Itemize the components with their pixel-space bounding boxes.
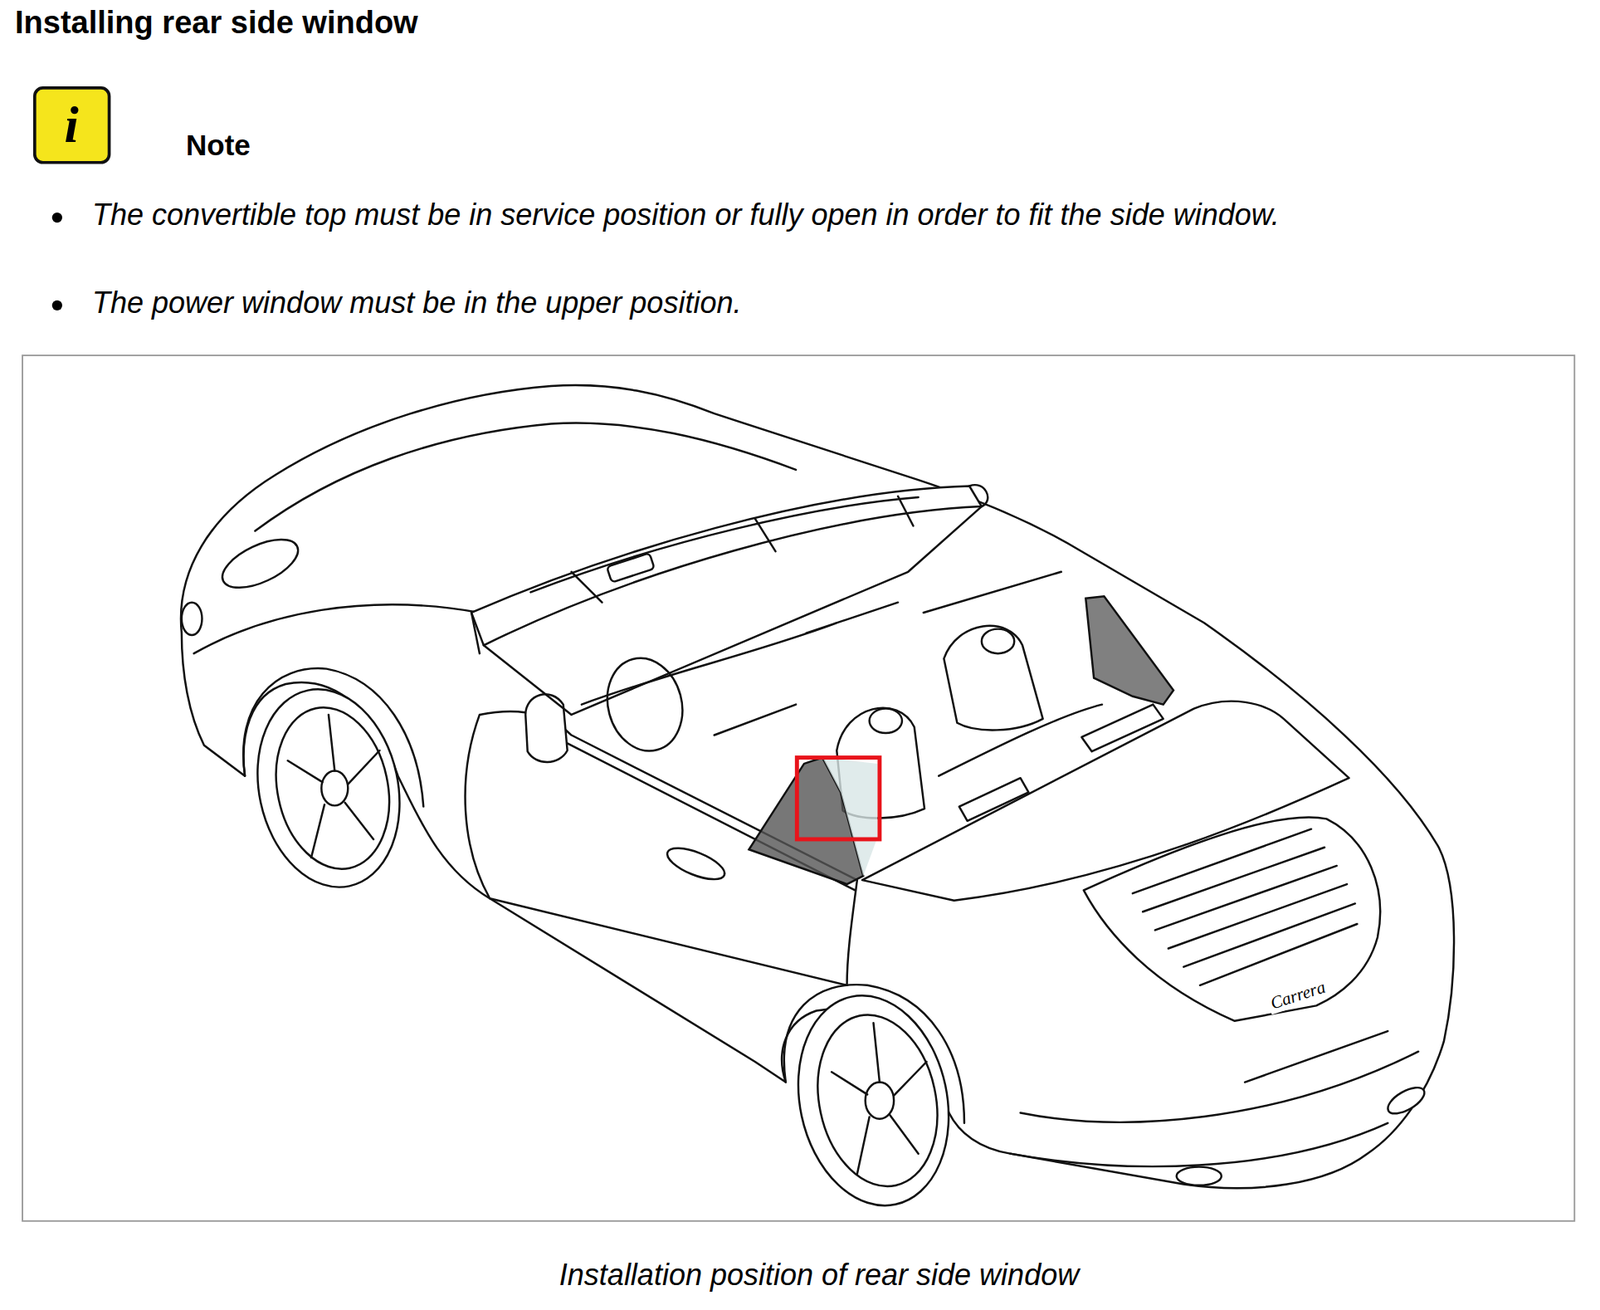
page-title: Installing rear side window <box>14 4 419 41</box>
windscreen-frame <box>471 486 982 646</box>
rear-view-mirror <box>606 552 655 582</box>
note-heading: Note <box>185 128 251 162</box>
mirror <box>525 693 567 762</box>
bullet-dot <box>52 212 63 223</box>
info-icon <box>34 87 110 163</box>
seat <box>943 625 1043 731</box>
bullet-dot <box>52 300 63 311</box>
figure-caption: Installation position of rear side windo… <box>559 1257 1079 1293</box>
rear-bumper <box>1009 1030 1419 1166</box>
hub <box>321 770 348 806</box>
spokes <box>831 1022 927 1174</box>
headrest <box>981 629 1015 654</box>
spokes <box>287 714 381 858</box>
hood-line <box>194 604 480 654</box>
rear-side-window <box>1085 595 1174 704</box>
window-glass-highlight <box>822 757 878 877</box>
note-text: The convertible top must be in service p… <box>92 197 1280 233</box>
figure-frame <box>22 355 1575 1221</box>
engine-grille <box>1132 829 1358 986</box>
engine-lid <box>1083 816 1381 1020</box>
dashboard <box>581 602 898 736</box>
tyre <box>779 980 967 1220</box>
car-drawing <box>180 385 1454 1220</box>
headrest <box>869 708 903 734</box>
door-handle <box>663 841 729 886</box>
highlight-box <box>796 757 880 840</box>
hub <box>865 1082 894 1119</box>
hood-line <box>254 423 796 532</box>
note-text: The power window must be in the upper po… <box>92 285 742 321</box>
roll-bar <box>959 777 1030 821</box>
top-frame <box>530 496 918 603</box>
exhaust <box>1384 1082 1430 1119</box>
fog-light <box>181 602 203 635</box>
windscreen <box>471 484 988 715</box>
headlight <box>215 529 306 598</box>
info-icon-letter: i <box>63 95 79 155</box>
exhaust <box>1176 1166 1222 1186</box>
rim <box>261 696 404 879</box>
tyre <box>239 675 418 901</box>
rim <box>802 1003 953 1198</box>
roll-bar <box>1081 704 1163 752</box>
centre-console <box>923 571 1103 776</box>
steering-wheel <box>597 649 693 760</box>
